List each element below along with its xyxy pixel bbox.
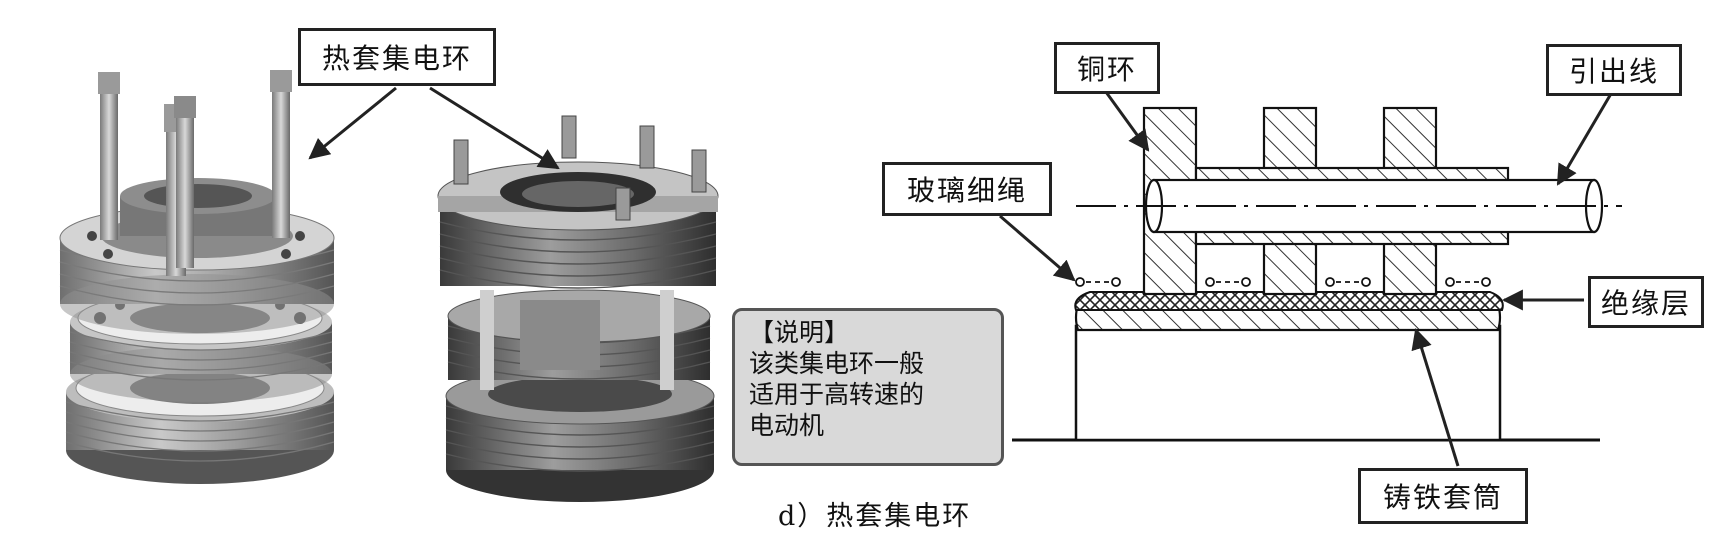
label-lead-wire: 引出线 xyxy=(1546,44,1682,96)
note-line: 适用于高转速的 xyxy=(749,380,925,409)
cast-iron-sleeve-body xyxy=(1074,324,1502,442)
label-insulation: 绝缘层 xyxy=(1588,276,1704,328)
label-cast-iron-sleeve: 铸铁套筒 xyxy=(1358,468,1528,524)
slip-ring-photo-right xyxy=(437,115,719,502)
photo-label: 热套集电环 xyxy=(298,28,496,86)
slip-ring-photo-left xyxy=(59,70,335,484)
note-line: 电动机 xyxy=(749,411,825,440)
glass-rope xyxy=(1075,277,1491,287)
figure-caption: d）热套集电环 xyxy=(778,501,972,532)
note-title: 【说明】 xyxy=(749,318,850,347)
note-line: 该类集电环一般 xyxy=(749,349,925,378)
photo-label-arrows xyxy=(308,86,560,170)
diagram-leader-arrows xyxy=(999,91,1614,467)
cross-section-diagram xyxy=(1012,106,1622,442)
note-box: 【说明】 该类集电环一般 适用于高转速的 电动机 xyxy=(732,308,1004,466)
label-copper-ring: 铜环 xyxy=(1054,42,1160,94)
label-glass-rope: 玻璃细绳 xyxy=(882,162,1052,216)
